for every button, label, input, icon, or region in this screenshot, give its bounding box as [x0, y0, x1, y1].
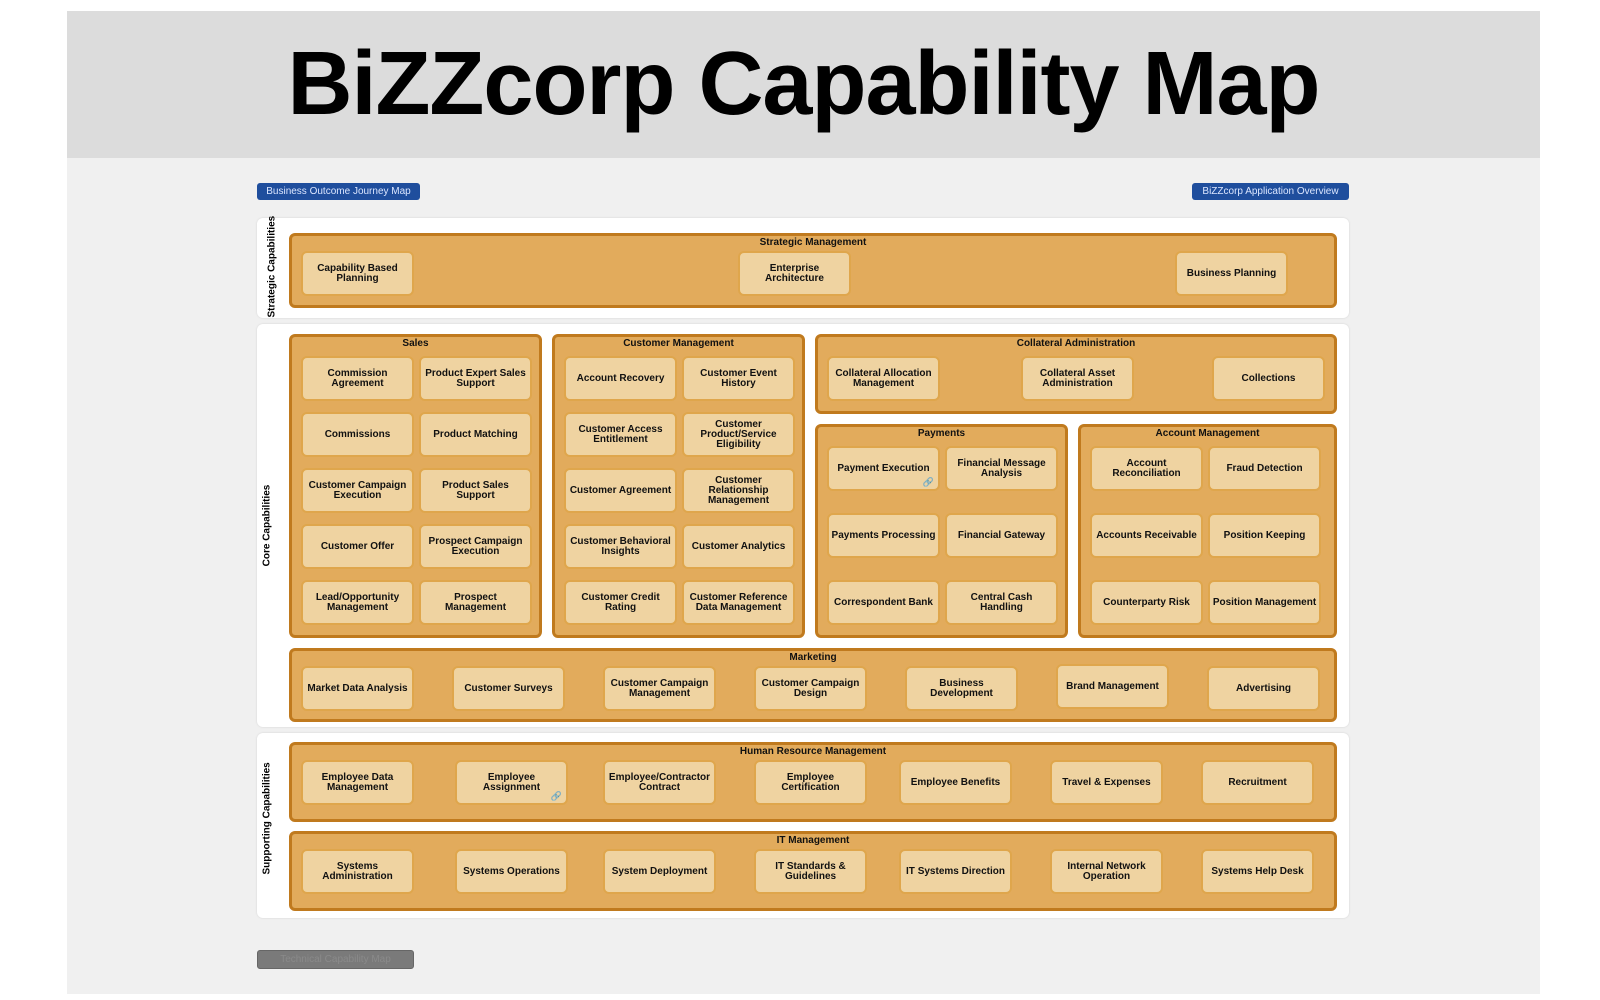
capability-card[interactable]: Systems Operations — [455, 849, 568, 894]
link-icon[interactable]: 🔗 — [922, 477, 934, 487]
page-title: BiZZcorp Capability Map — [287, 34, 1320, 134]
capability-card[interactable]: Systems Administration — [301, 849, 414, 894]
group-it-management: IT Management Systems Administration Sys… — [289, 831, 1337, 911]
core-layer: Core Capabilities Sales Commission Agree… — [257, 324, 1349, 727]
capability-card[interactable]: Recruitment — [1201, 760, 1314, 805]
capability-card[interactable]: Customer Campaign Management — [603, 666, 716, 711]
group-title: Strategic Management — [759, 237, 867, 248]
group-title: Customer Management — [623, 338, 734, 349]
capability-card[interactable]: Account Recovery — [564, 356, 677, 401]
capability-card[interactable]: Commission Agreement — [301, 356, 414, 401]
capability-card[interactable]: Travel & Expenses — [1050, 760, 1163, 805]
core-layer-label: Core Capabilities — [261, 484, 273, 567]
capability-card[interactable]: Capability Based Planning — [301, 251, 414, 296]
capability-card[interactable]: Fraud Detection — [1208, 446, 1321, 491]
group-customer-management: Customer Management Account Recovery Cus… — [552, 334, 805, 638]
capability-card[interactable]: Employee Benefits — [899, 760, 1012, 805]
capability-card[interactable]: Product Expert Sales Support — [419, 356, 532, 401]
group-sales: Sales Commission Agreement Product Exper… — [289, 334, 542, 638]
group-payments: Payments Payment Execution 🔗 Financial M… — [815, 424, 1068, 638]
capability-card[interactable]: Systems Help Desk — [1201, 849, 1314, 894]
capability-card[interactable]: Account Reconciliation — [1090, 446, 1203, 491]
supporting-layer: Supporting Capabilities Human Resource M… — [257, 733, 1349, 918]
capability-card[interactable]: Customer Product/Service Eligibility — [682, 412, 795, 457]
group-strategic-management: Strategic Management Capability Based Pl… — [289, 233, 1337, 308]
group-title: Marketing — [789, 652, 837, 663]
capability-card[interactable]: Customer Campaign Execution — [301, 468, 414, 513]
capability-card[interactable]: Payment Execution 🔗 — [827, 446, 940, 491]
capability-card[interactable]: Employee Data Management — [301, 760, 414, 805]
capability-card[interactable]: Internal Network Operation — [1050, 849, 1163, 894]
capability-card[interactable]: Lead/Opportunity Management — [301, 580, 414, 625]
capability-card[interactable]: Collections — [1212, 356, 1325, 401]
capability-card[interactable]: Counterparty Risk — [1090, 580, 1203, 625]
capability-card[interactable]: Customer Event History — [682, 356, 795, 401]
capability-card[interactable]: Customer Analytics — [682, 524, 795, 569]
capability-card[interactable]: Customer Relationship Management — [682, 468, 795, 513]
capability-card[interactable]: Collateral Allocation Management — [827, 356, 940, 401]
capability-card[interactable]: Prospect Management — [419, 580, 532, 625]
group-title: IT Management — [776, 835, 850, 846]
title-banner: BiZZcorp Capability Map — [67, 11, 1540, 158]
capability-card[interactable]: Enterprise Architecture — [738, 251, 851, 296]
supporting-layer-label: Supporting Capabilities — [261, 762, 273, 875]
capability-card[interactable]: Employee/Contractor Contract — [603, 760, 716, 805]
capability-card[interactable]: Payments Processing — [827, 513, 940, 558]
app-overview-button[interactable]: BiZZcorp Application Overview — [1192, 183, 1349, 200]
capability-card[interactable]: Customer Agreement — [564, 468, 677, 513]
capability-card[interactable]: Product Sales Support — [419, 468, 532, 513]
group-title: Payments — [917, 428, 966, 439]
capability-card[interactable]: Collateral Asset Administration — [1021, 356, 1134, 401]
capability-card[interactable]: Central Cash Handling — [945, 580, 1058, 625]
group-title: Account Management — [1155, 428, 1260, 439]
capability-card[interactable]: Position Keeping — [1208, 513, 1321, 558]
capability-card[interactable]: Prospect Campaign Execution — [419, 524, 532, 569]
group-title: Sales — [402, 338, 429, 349]
capability-card[interactable]: Financial Message Analysis — [945, 446, 1058, 491]
capability-label: Payment Execution — [837, 462, 930, 474]
capability-card[interactable]: Customer Credit Rating — [564, 580, 677, 625]
group-title: Human Resource Management — [739, 746, 887, 757]
group-title: Collateral Administration — [1016, 338, 1136, 349]
capability-card[interactable]: Business Planning — [1175, 251, 1288, 296]
capability-card[interactable]: System Deployment — [603, 849, 716, 894]
capability-card[interactable]: Business Development — [905, 666, 1018, 711]
capability-card[interactable]: Customer Access Entitlement — [564, 412, 677, 457]
journey-map-button[interactable]: Business Outcome Journey Map — [257, 183, 420, 200]
group-marketing: Marketing Market Data Analysis Customer … — [289, 648, 1337, 722]
capability-card[interactable]: Customer Campaign Design — [754, 666, 867, 711]
capability-card[interactable]: Employee Assignment 🔗 — [455, 760, 568, 805]
capability-card[interactable]: Accounts Receivable — [1090, 513, 1203, 558]
capability-card[interactable]: Customer Offer — [301, 524, 414, 569]
capability-card[interactable]: Advertising — [1207, 666, 1320, 711]
capability-card[interactable]: Employee Certification — [754, 760, 867, 805]
capability-card[interactable]: Customer Behavioral Insights — [564, 524, 677, 569]
capability-card[interactable]: Product Matching — [419, 412, 532, 457]
capability-card[interactable]: Customer Surveys — [452, 666, 565, 711]
group-collateral-administration: Collateral Administration Collateral All… — [815, 334, 1337, 414]
capability-card[interactable]: Financial Gateway — [945, 513, 1058, 558]
strategic-layer: Strategic Capabilities Strategic Managem… — [257, 215, 1349, 318]
link-icon[interactable]: 🔗 — [550, 791, 562, 801]
capability-label: Employee Assignment — [482, 771, 541, 793]
technical-capability-map-button[interactable]: Technical Capability Map — [257, 950, 414, 969]
capability-card[interactable]: Customer Reference Data Management — [682, 580, 795, 625]
capability-card[interactable]: Correspondent Bank — [827, 580, 940, 625]
capability-card[interactable]: Position Management — [1208, 580, 1321, 625]
group-account-management: Account Management Account Reconciliatio… — [1078, 424, 1337, 638]
capability-card[interactable]: Brand Management — [1056, 664, 1169, 709]
canvas: BiZZcorp Capability Map Business Outcome… — [67, 11, 1540, 994]
capability-card[interactable]: IT Systems Direction — [899, 849, 1012, 894]
group-human-resource-management: Human Resource Management Employee Data … — [289, 742, 1337, 822]
capability-card[interactable]: IT Standards & Guidelines — [754, 849, 867, 894]
capability-card[interactable]: Commissions — [301, 412, 414, 457]
capability-card[interactable]: Market Data Analysis — [301, 666, 414, 711]
strategic-layer-label: Strategic Capabilities — [266, 215, 278, 318]
